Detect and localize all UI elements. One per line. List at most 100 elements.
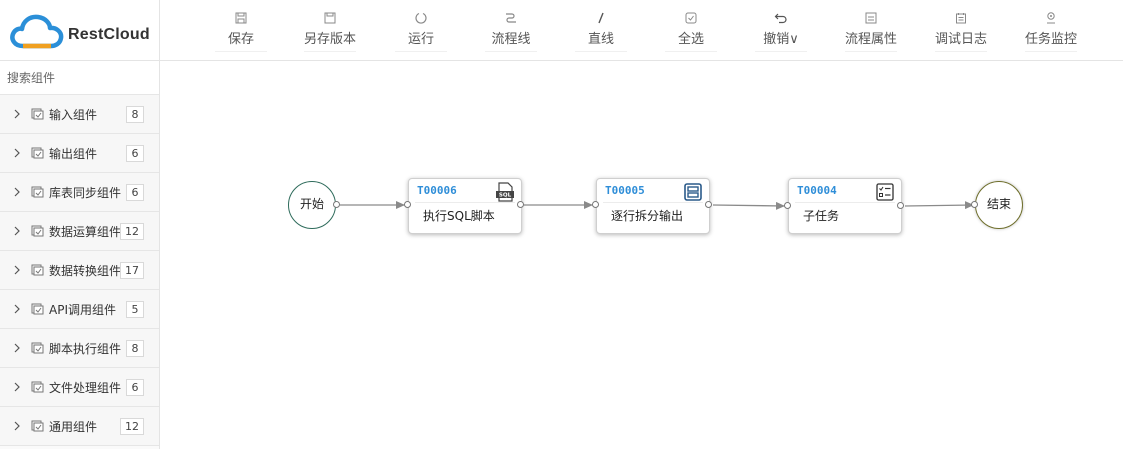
task-monitor-label: 任务监控 [1024,32,1077,47]
subtask-list-icon [876,183,894,201]
split-rows-icon [684,183,702,201]
task-node[interactable]: T00004 子任务 [788,178,902,234]
component-search-input[interactable]: 搜索组件 [0,61,159,95]
logo: RestCloud [0,0,160,61]
count-badge: 5 [126,301,144,318]
select-all-button[interactable]: 全选 [651,10,731,54]
undo-underline [755,51,807,52]
svg-text:SQL: SQL [499,193,512,199]
component-icon [31,303,44,315]
chevron-right-icon [14,421,20,431]
sidebar-item-label: 库表同步组件 [49,186,122,200]
save-version-button[interactable]: 另存版本 [290,10,370,54]
end-node[interactable]: 结束 [975,181,1023,229]
save-version-label: 另存版本 [303,32,356,47]
run-label: 运行 [407,32,434,47]
component-icon [31,342,44,354]
straight-line-underline [575,51,627,52]
start-node-label: 开始 [299,197,324,211]
task-out-port[interactable] [897,202,904,209]
debug-log-label: 调试日志 [934,32,987,47]
task-node[interactable]: T00005 逐行拆分输出 [596,178,710,234]
toolbar: 保存 另存版本 运行 流程线 直 [160,0,1123,61]
chevron-right-icon [14,187,20,197]
save-button[interactable]: 保存 [201,10,281,54]
sidebar-item-label: 脚本执行组件 [49,342,122,356]
flow-properties-label: 流程属性 [844,32,897,47]
sidebar-item-general[interactable]: 通用组件 12 [0,407,159,446]
task-in-port[interactable] [784,202,791,209]
start-out-port[interactable] [333,201,340,208]
end-in-port[interactable] [971,201,978,208]
task-in-port[interactable] [404,201,411,208]
task-divider [415,202,515,203]
cloud-logo-icon [10,14,64,49]
chevron-right-icon [14,226,20,236]
chevron-right-icon [14,109,20,119]
task-node[interactable]: T00006 SQL 执行SQL脚本 [408,178,522,234]
save-as-icon [290,10,370,30]
select-all-label: 全选 [677,32,704,47]
component-sidebar: 搜索组件 输入组件 8 输出组件 6 库表同步组件 6 数据运算组件 12 [0,61,160,449]
chevron-right-icon [14,382,20,392]
sidebar-item-label: 数据运算组件 [49,225,122,239]
flow-properties-underline [845,51,897,52]
sidebar-item-input[interactable]: 输入组件 8 [0,95,159,134]
flow-canvas[interactable]: 开始 T00006 SQL 执行SQL脚本 T00005 逐行拆分输 [160,61,1123,449]
undo-button[interactable]: 撤销∨ [741,10,821,54]
sidebar-item-data-compute[interactable]: 数据运算组件 12 [0,212,159,251]
sidebar-item-label: 输出组件 [49,147,98,161]
sidebar-item-table-sync[interactable]: 库表同步组件 6 [0,173,159,212]
task-name: 执行SQL脚本 [423,209,495,223]
chevron-right-icon [14,148,20,158]
component-icon [31,108,44,120]
flow-line-icon [471,10,551,30]
sidebar-item-output[interactable]: 输出组件 6 [0,134,159,173]
task-monitor-button[interactable]: 任务监控 [1011,10,1091,54]
select-all-underline [665,51,717,52]
flow-properties-button[interactable]: 流程属性 [831,10,911,54]
sidebar-item-api-call[interactable]: API调用组件 5 [0,290,159,329]
debug-log-icon [921,10,1001,30]
chevron-right-icon [14,265,20,275]
sidebar-item-data-transform[interactable]: 数据转换组件 17 [0,251,159,290]
chevron-right-icon [14,343,20,353]
straight-line-button[interactable]: 直线 [561,10,641,54]
start-node[interactable]: 开始 [288,181,336,229]
sidebar-item-label: 通用组件 [49,420,98,434]
component-icon [31,420,44,432]
count-badge: 8 [126,106,144,123]
sidebar-item-label: 文件处理组件 [49,381,122,395]
count-badge: 12 [120,418,144,435]
debug-log-button[interactable]: 调试日志 [921,10,1001,54]
component-icon [31,381,44,393]
count-badge: 17 [120,262,144,279]
flow-line-label: 流程线 [491,32,531,47]
sidebar-item-file-process[interactable]: 文件处理组件 6 [0,368,159,407]
flow-properties-icon [831,10,911,30]
straight-line-label: 直线 [587,32,614,47]
task-out-port[interactable] [517,201,524,208]
task-id: T00005 [605,184,645,197]
chevron-right-icon [14,304,20,314]
count-badge: 8 [126,340,144,357]
task-id: T00006 [417,184,457,197]
component-icon [31,264,44,276]
sidebar-item-script-exec[interactable]: 脚本执行组件 8 [0,329,159,368]
task-in-port[interactable] [592,201,599,208]
component-icon [31,186,44,198]
flow-edges [340,201,974,210]
run-underline [395,51,447,52]
count-badge: 6 [126,184,144,201]
sidebar-item-label: 输入组件 [49,108,98,122]
run-button[interactable]: 运行 [381,10,461,54]
edge-t00004-to-end[interactable] [904,201,974,210]
edge-t00005-to-t00004[interactable] [712,201,785,210]
task-monitor-underline [1025,51,1077,52]
flow-line-button[interactable]: 流程线 [471,10,551,54]
task-id: T00004 [797,184,837,197]
flow-line-underline [485,51,537,52]
task-out-port[interactable] [705,201,712,208]
sidebar-item-label: API调用组件 [49,303,116,317]
